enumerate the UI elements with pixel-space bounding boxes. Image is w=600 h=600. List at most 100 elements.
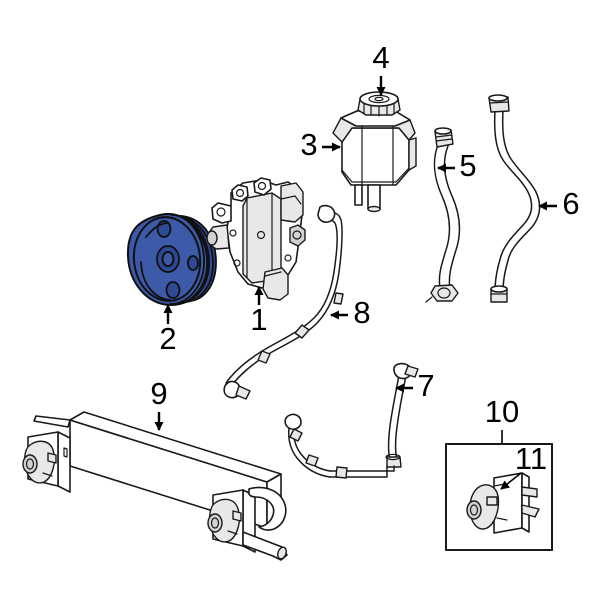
- part-inset-detail[interactable]: [445, 443, 553, 551]
- pump-bolt-boss-mid-left: [229, 229, 237, 237]
- return-tube-right-edge: [501, 109, 541, 292]
- pump-mount-ear-left: [211, 202, 232, 224]
- pulley-bolt-hole-bottom: [165, 281, 181, 299]
- callout-label-10[interactable]: 10: [485, 394, 519, 429]
- pump-inlet-opening: [206, 230, 218, 246]
- pulley-bolt-hole-right: [187, 255, 199, 271]
- callout-label-6[interactable]: 6: [562, 186, 579, 221]
- pressure-hose-lower-edge: [225, 219, 338, 384]
- inset-grommet-hole: [469, 504, 479, 516]
- cooler-return-branch-crimp-1: [289, 428, 303, 442]
- cooler-return-branch-lower: [287, 422, 331, 478]
- return-tube-left-edge: [493, 109, 533, 292]
- return-tube-bottom-opening: [490, 285, 508, 293]
- cooler-outlet-opening: [277, 546, 287, 560]
- callout-label-11[interactable]: 11: [515, 441, 547, 476]
- callout-label-7[interactable]: 7: [417, 368, 434, 403]
- pump-mount-ear-top-right: [253, 177, 272, 196]
- callout-labels: 1 2 3 4 5 6 7 8 9 10 11: [150, 40, 579, 476]
- part-suction-hose[interactable]: [425, 127, 461, 303]
- reservoir-leg-left: [354, 184, 363, 206]
- suction-hose-clamp-line-1: [435, 134, 453, 138]
- cooler-bracket-left-hole: [25, 458, 35, 470]
- suction-hose-clamp-line-2: [435, 138, 453, 142]
- pump-bolt-boss-lower-left: [233, 259, 241, 267]
- pulley-groove-2: [171, 214, 210, 305]
- cooler-return-pipe-run-upper: [329, 465, 395, 472]
- suction-hose-bottom-opening: [437, 287, 451, 299]
- suction-hose-left-edge: [433, 144, 451, 289]
- pump-mount-ear-top-left: [231, 184, 249, 202]
- cooler-bracket-left: [22, 431, 71, 493]
- cooler-bracket-right-slot: [227, 530, 238, 535]
- reservoir-leg-center-foot: [367, 205, 381, 213]
- callout-label-9[interactable]: 9: [150, 376, 167, 411]
- inset-bracket-edge: [521, 472, 530, 533]
- inset-tab-right-upper: [521, 486, 538, 498]
- part-reservoir[interactable]: [332, 91, 417, 213]
- suction-hose-top-opening: [434, 127, 452, 135]
- part-cooler-return-hose[interactable]: [284, 362, 419, 479]
- pressure-hose-bottom-crimp: [235, 385, 251, 400]
- inset-bracket-slot: [496, 517, 508, 521]
- callout-label-3[interactable]: 3: [300, 127, 317, 162]
- reservoir-bottom-trim: [341, 167, 410, 183]
- cooler-bracket-right-tab: [232, 510, 242, 522]
- inset-grommet: [466, 500, 482, 520]
- part-pump[interactable]: [206, 177, 306, 301]
- pulley-groove-3: [177, 215, 214, 303]
- callout-label-1[interactable]: 1: [250, 302, 267, 337]
- inset-tab-left: [486, 496, 498, 506]
- part-pulley[interactable]: [126, 213, 217, 307]
- pulley-groove-1: [164, 213, 205, 305]
- pressure-hose-crimp-3: [257, 350, 271, 364]
- reservoir-lower-body: [341, 127, 410, 186]
- pressure-hose-top-fitting: [317, 204, 336, 223]
- pump-bolt-boss-lower-right: [284, 254, 292, 262]
- callout-leaders: [154, 76, 557, 490]
- cooler-return-bend: [248, 486, 287, 531]
- part-return-line-tube[interactable]: [488, 94, 541, 303]
- pulley-hub-inner: [161, 251, 175, 267]
- pump-mount-hole-left: [216, 207, 226, 217]
- callout-label-5[interactable]: 5: [459, 148, 476, 183]
- suction-hose-bottom-fitting: [430, 284, 459, 302]
- inset-box-frame: [445, 443, 553, 551]
- cooler-bracket-left-plate: [57, 431, 71, 493]
- pump-center-port: [256, 230, 266, 240]
- part-cooler[interactable]: [22, 411, 288, 561]
- pump-hex-center: [292, 230, 302, 240]
- suction-hose-bottom-tab: [425, 296, 433, 303]
- pressure-hose-crimp-1: [333, 292, 344, 305]
- pump-upper-boss-line: [280, 195, 302, 205]
- part-reservoir-cap[interactable]: [357, 91, 401, 117]
- cooler-return-pipe-run-lower: [329, 465, 388, 478]
- leader-11: [500, 472, 522, 490]
- pressure-hose-crimp-2: [294, 324, 310, 339]
- callout-label-4[interactable]: 4: [372, 40, 389, 75]
- cooler-return-branch-crimp-3: [335, 466, 348, 479]
- part-pressure-hose[interactable]: [223, 204, 344, 400]
- callout-label-2[interactable]: 2: [159, 321, 176, 356]
- pulley-contour-2: [140, 261, 171, 301]
- pump-outlet-stub: [262, 267, 289, 301]
- callout-label-8[interactable]: 8: [353, 295, 370, 330]
- pump-mount-hole-top-right: [257, 181, 267, 191]
- reservoir-leg-center: [367, 184, 381, 210]
- cooler-return-bottom-opening: [385, 453, 401, 461]
- cooler-return-top-crimp: [404, 365, 419, 378]
- pulley-contour-1: [145, 222, 168, 238]
- cooler-bracket-left-slot: [42, 472, 53, 477]
- pump-hex-fitting: [289, 224, 306, 247]
- pump-outlet-lip: [264, 271, 282, 277]
- pump-mount-hole-top-left: [235, 188, 245, 198]
- cooler-return-branch-end-fitting: [284, 413, 302, 430]
- cooler-bracket-right-hole: [210, 517, 220, 529]
- reservoir-side-tab: [408, 137, 417, 171]
- cooler-bracket-left-side-slot: [63, 447, 68, 458]
- inset-tab-right-lower: [521, 504, 540, 518]
- cap-center-dot: [374, 96, 384, 102]
- cooler-return-branch-crimp-2: [305, 454, 319, 467]
- cooler-bracket-left-tab: [47, 452, 57, 464]
